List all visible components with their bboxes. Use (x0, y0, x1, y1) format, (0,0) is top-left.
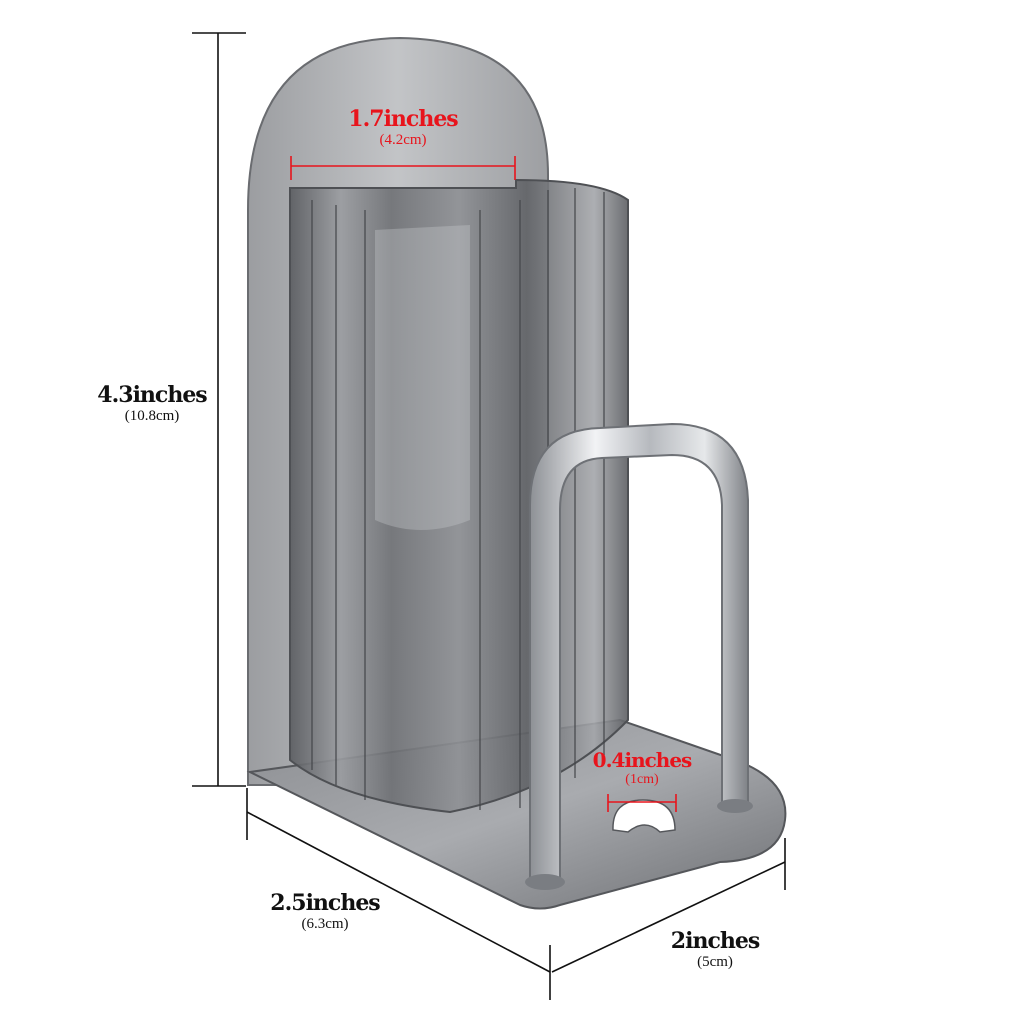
cup-width-main: 1.7inches (348, 106, 458, 132)
base-slot (612, 799, 676, 833)
height-label: 4.3inches (10.8cm) (90, 382, 214, 425)
cup-ribs (311, 188, 605, 810)
depth-sub: (6.3cm) (301, 916, 349, 932)
cup-width-sub: (4.2cm) (379, 132, 427, 148)
depth-label: 2.5inches (6.3cm) (260, 890, 390, 933)
handle-foot-left (525, 874, 565, 890)
height-main: 4.3inches (97, 382, 207, 408)
width-sub: (5cm) (697, 954, 733, 970)
slot-width-sub: (1cm) (625, 772, 659, 787)
accent-dimension-lines (290, 156, 677, 812)
width-label: 2inches (5cm) (660, 928, 770, 971)
height-sub: (10.8cm) (124, 408, 180, 424)
width-main: 2inches (670, 928, 760, 954)
slot-width-label: 0.4inches (1cm) (578, 748, 706, 788)
dimension-lines (192, 32, 786, 1000)
depth-main: 2.5inches (270, 890, 380, 916)
handle-foot-right (717, 799, 753, 813)
slot-width-main: 0.4inches (592, 748, 693, 772)
cup-width-label: 1.7inches (4.2cm) (330, 106, 476, 149)
steel-handle (529, 422, 749, 881)
cup-inner-shadow (375, 225, 470, 530)
